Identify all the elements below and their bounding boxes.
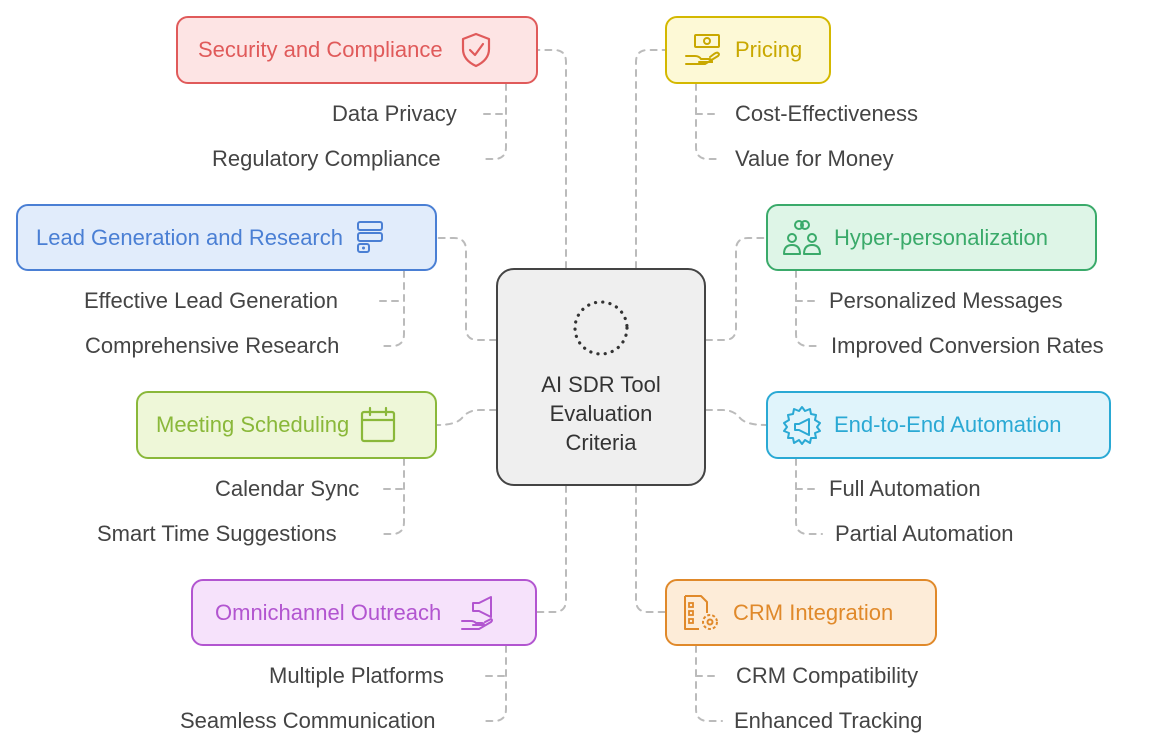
node-label: Security and Compliance [198, 37, 443, 62]
sub-item-seamless-communication: Seamless Communication [180, 708, 436, 733]
node-label: Hyper-personalization [834, 224, 1048, 250]
center-title-line: AI SDR Tool [541, 372, 661, 397]
node-label: CRM Integration [733, 599, 894, 625]
sub-item-effective-lead-generation: Effective Lead Generation [84, 288, 338, 313]
sub-item-regulatory-compliance: Regulatory Compliance [212, 146, 441, 171]
sub-item-smart-time-suggestions: Smart Time Suggestions [97, 521, 337, 546]
end-to-end-automation-node[interactable]: End-to-End Automation [766, 391, 1111, 459]
sub-item-multiple-platforms: Multiple Platforms [269, 663, 444, 688]
people-link-icon [783, 219, 821, 255]
sub-item-comprehensive-research: Comprehensive Research [85, 333, 340, 358]
center-title: AI SDR Tool Evaluation Criteria [498, 370, 704, 457]
sub-item-value-for-money: Value for Money [735, 146, 894, 171]
shield-icon [461, 32, 490, 68]
meeting-scheduling-node[interactable]: Meeting Scheduling [136, 391, 437, 459]
gear-megaphone-icon [783, 406, 821, 445]
node-label: Lead Generation and Research [36, 224, 343, 250]
node-label: End-to-End Automation [834, 412, 1062, 437]
omnichannel-outreach-node[interactable]: Omnichannel Outreach [191, 579, 537, 646]
sub-item-partial-automation: Partial Automation [835, 521, 1014, 546]
node-label: Meeting Scheduling [156, 412, 350, 437]
database-stack-icon [357, 220, 383, 253]
dotted-circle-icon [573, 300, 629, 356]
sub-item-calendar-sync: Calendar Sync [215, 476, 360, 501]
hyper-personalization-node[interactable]: Hyper-personalization [766, 204, 1097, 271]
crm-integration-node[interactable]: CRM Integration [665, 579, 937, 646]
sub-item-data-privacy: Data Privacy [332, 101, 457, 126]
money-hand-icon [685, 34, 720, 65]
sub-item-personalized-messages: Personalized Messages [829, 288, 1063, 313]
document-gear-icon [684, 594, 718, 630]
security-compliance-node[interactable]: Security and Compliance [176, 16, 538, 84]
megaphone-hand-icon [461, 595, 494, 630]
lead-generation-node[interactable]: Lead Generation and Research [16, 204, 437, 271]
sub-item-enhanced-tracking: Enhanced Tracking [734, 708, 923, 733]
center-node: AI SDR Tool Evaluation Criteria [496, 268, 706, 486]
calendar-icon [361, 406, 396, 443]
center-title-line: Evaluation [549, 401, 653, 426]
sub-item-improved-conversion-rates: Improved Conversion Rates [831, 333, 1104, 358]
pricing-node[interactable]: Pricing [665, 16, 831, 84]
sub-item-full-automation: Full Automation [829, 476, 981, 501]
node-label: Omnichannel Outreach [215, 599, 442, 625]
sub-item-crm-compatibility: CRM Compatibility [736, 663, 919, 688]
center-title-line: Criteria [565, 430, 637, 455]
node-label: Pricing [735, 37, 803, 62]
sub-item-cost-effectiveness: Cost-Effectiveness [735, 101, 919, 126]
